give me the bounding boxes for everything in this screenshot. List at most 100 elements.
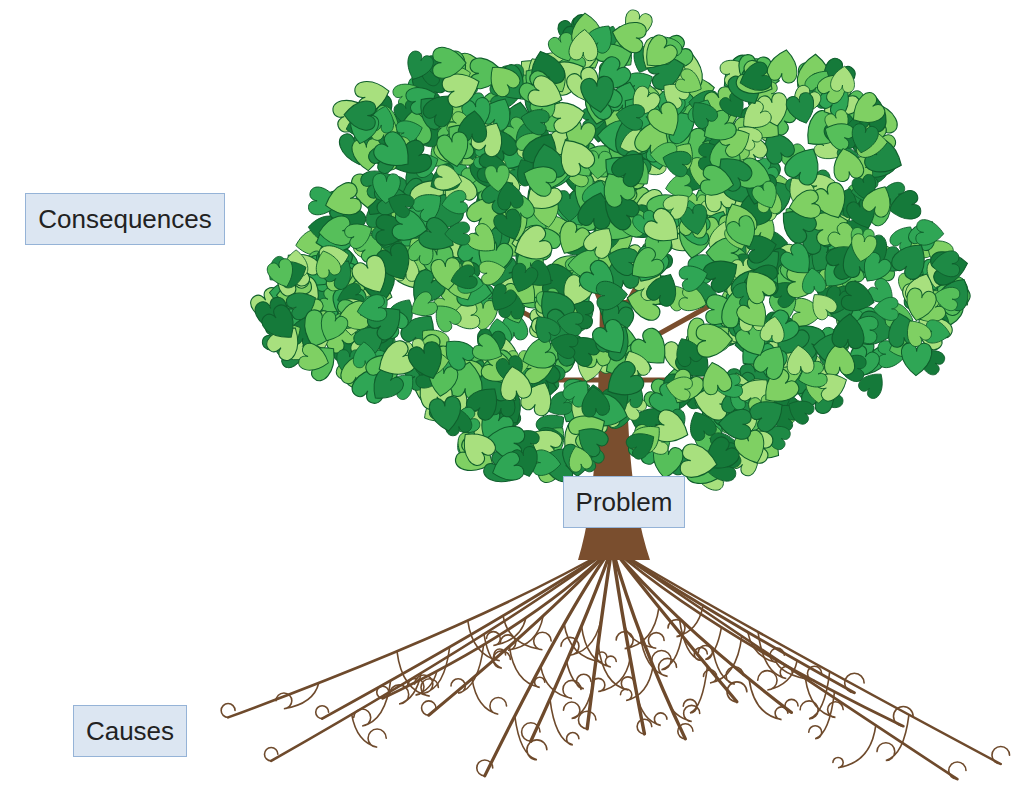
root-line <box>785 699 798 712</box>
leaf-shape <box>569 29 599 61</box>
leaf-shape <box>518 105 551 136</box>
leaf-shape <box>830 65 857 93</box>
root-line <box>276 683 319 709</box>
leaf-shape <box>445 222 470 246</box>
root-line <box>637 719 652 734</box>
root-line <box>612 548 957 779</box>
leaf-shape <box>506 261 540 296</box>
leaf-shape <box>497 364 533 402</box>
leaf-shape <box>581 221 621 261</box>
root-line <box>477 760 493 776</box>
root-line <box>415 647 450 693</box>
leaf-shape <box>783 394 816 426</box>
leaf-shape <box>589 316 633 361</box>
leaf-shape <box>664 366 707 410</box>
leaf-shape <box>580 75 617 114</box>
root-line <box>592 658 631 691</box>
root-line <box>500 616 543 650</box>
leaf-shape <box>579 385 610 418</box>
root-line <box>531 548 612 741</box>
leaf-shape <box>724 213 762 252</box>
leaf-shape <box>915 219 944 246</box>
leaf-shape <box>265 257 298 291</box>
leaf-shape <box>526 73 568 114</box>
label-text: Causes <box>86 714 174 748</box>
leaf-shape <box>820 117 857 153</box>
leaf-shape <box>578 75 626 123</box>
leaf-shape <box>696 323 733 358</box>
leaf-shape <box>685 95 721 131</box>
root-line <box>271 548 612 761</box>
leaf-shape <box>683 407 718 443</box>
root-line <box>578 711 595 728</box>
leaf-shape <box>848 233 878 264</box>
leaf-shape <box>645 99 687 142</box>
root-line <box>561 611 603 656</box>
leaf-shape <box>678 261 711 293</box>
root-line <box>422 701 436 715</box>
root-line <box>221 704 235 718</box>
leaf-shape <box>428 395 464 433</box>
leaf-shape <box>624 244 667 287</box>
leaf-shape <box>659 146 693 179</box>
leaf-shape <box>845 90 888 132</box>
leaf-shape <box>518 159 559 198</box>
leaf-shape <box>297 341 333 375</box>
root-line <box>352 714 387 747</box>
leaf-shape <box>784 91 819 127</box>
leaf-shape <box>470 331 507 368</box>
root-line <box>563 683 593 719</box>
root-line <box>383 548 612 698</box>
leaf-shape <box>608 144 654 190</box>
leaf-shape <box>406 339 449 383</box>
root-line <box>758 632 792 679</box>
root-line <box>620 666 653 700</box>
tree-roots <box>221 548 1009 779</box>
leaf-shape <box>599 358 647 405</box>
leaf-shape <box>342 217 377 251</box>
leaf-shape <box>495 180 524 211</box>
root-line <box>472 679 507 714</box>
root-line <box>616 607 659 648</box>
leaf-shape <box>370 128 419 176</box>
root-line <box>429 548 612 715</box>
root-line <box>485 548 612 776</box>
leaf-shape <box>435 131 472 170</box>
leaf-shape <box>873 297 899 321</box>
leaf-shape <box>551 132 598 180</box>
root-line <box>652 636 682 670</box>
leaf-shape <box>485 282 519 317</box>
root-line <box>800 672 830 719</box>
leaf-shape <box>737 263 780 306</box>
leaf-shape <box>355 293 388 324</box>
leaf-shape <box>637 32 681 76</box>
root-line <box>377 686 389 698</box>
label-box: Problem <box>563 476 686 528</box>
leaf-shape <box>433 47 467 78</box>
leaf-shape <box>698 359 734 396</box>
label-box: Causes <box>73 705 187 757</box>
leaf-shape <box>609 17 648 54</box>
root-line <box>703 636 741 683</box>
leaf-shape <box>900 314 934 349</box>
leaf-shape <box>488 450 525 486</box>
leaf-shape <box>673 67 707 100</box>
root-line <box>612 548 792 712</box>
root-line <box>484 634 510 668</box>
root-line <box>587 548 612 729</box>
leaf-shape <box>782 141 828 188</box>
leaf-shape <box>929 247 971 287</box>
leaf-shape <box>454 424 499 469</box>
leaf-shape <box>314 309 350 346</box>
root-line <box>727 682 747 702</box>
leaf-shape <box>344 100 376 130</box>
root-line <box>451 645 484 693</box>
leaf-shape <box>440 190 468 217</box>
leaf-shape <box>259 302 304 347</box>
leaf-shape <box>901 343 932 376</box>
root-line <box>486 618 525 646</box>
leaf-shape <box>349 252 395 299</box>
leaf-shape <box>401 49 435 84</box>
leaf-shape <box>482 58 523 100</box>
